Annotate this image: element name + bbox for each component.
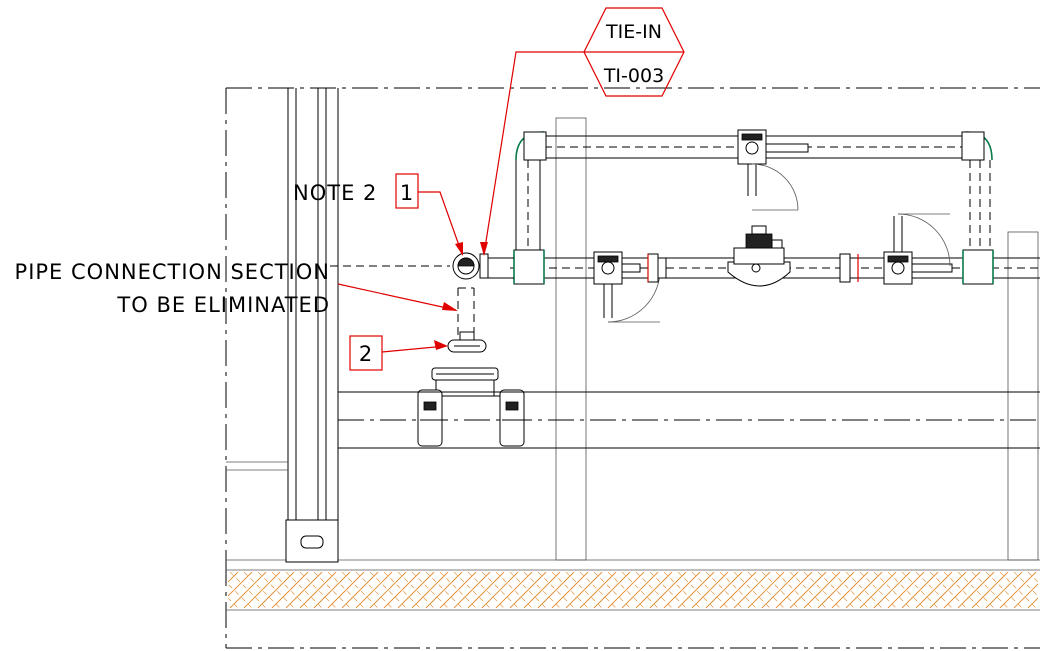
upper-bypass-valve	[737, 129, 809, 211]
tie-in-label: TIE-IN	[605, 21, 662, 43]
junction-box	[285, 519, 339, 563]
section-line-1: PIPE CONNECTION SECTION	[15, 260, 330, 284]
item-2-callout: 2	[349, 335, 448, 371]
building-column	[226, 88, 339, 560]
support-posts	[555, 117, 1039, 561]
flange-pair-left	[647, 253, 667, 283]
section-callout: PIPE CONNECTION SECTION TO BE ELIMINATED	[15, 260, 458, 317]
tie-in-id: TI-003	[603, 65, 664, 87]
tie-in-hexagon: TIE-IN TI-003	[583, 7, 685, 97]
eliminated-pipe-section	[457, 287, 475, 336]
reducer-fitting	[447, 331, 487, 353]
building-frame	[225, 87, 1040, 649]
underground-main-line	[338, 391, 1040, 449]
note-2-callout: NOTE 2 1	[293, 173, 463, 256]
tee-fitting	[417, 367, 525, 449]
ground-hatch	[228, 572, 1038, 608]
note-callout-number: 1	[400, 181, 414, 205]
item-callout-number: 2	[359, 342, 373, 366]
section-line-2: TO BE ELIMINATED	[116, 293, 330, 317]
tie-in-leader	[480, 51, 584, 256]
note-text: NOTE 2	[293, 181, 377, 205]
lower-left-valve	[593, 251, 661, 323]
control-valve	[727, 225, 791, 287]
lower-right-valve	[883, 213, 953, 285]
flange-pair-right	[839, 253, 859, 283]
tie-in-elbow	[452, 252, 514, 280]
elbow-fittings	[513, 131, 994, 285]
